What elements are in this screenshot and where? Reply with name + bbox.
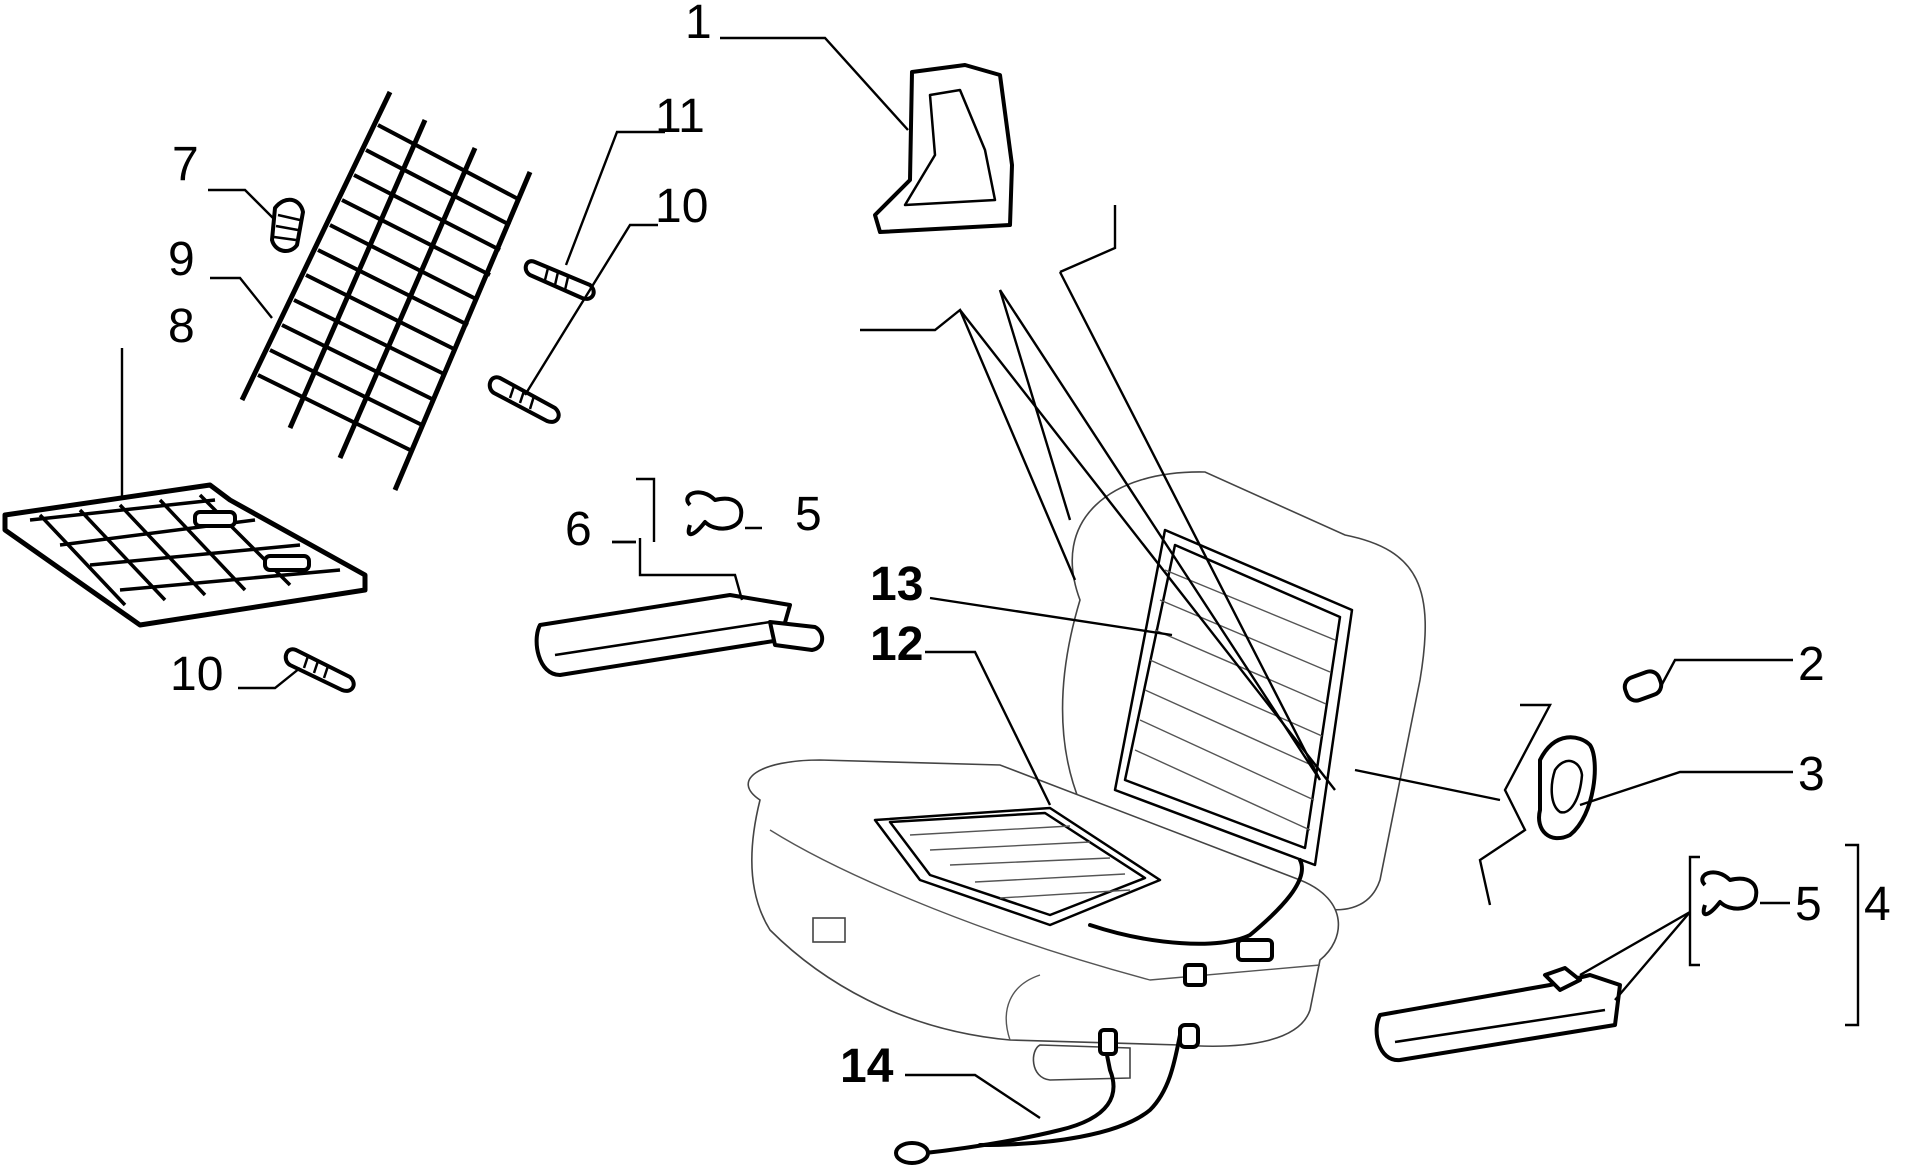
label-part-11: 11 [655, 90, 705, 143]
handle-part-6 [534, 593, 825, 677]
cushion-mat-slats [909, 825, 1131, 899]
label-part-10-lower: 10 [170, 648, 223, 701]
leader-lines [120, 36, 1860, 1120]
handle-part-4 [1374, 966, 1622, 1062]
label-part-3: 3 [1798, 748, 1825, 801]
label-part-13: 13 [870, 558, 923, 611]
wire-plug [1183, 963, 1207, 987]
wiring-harness-part-14 [894, 1023, 1200, 1165]
spring-part-10-lower [283, 647, 356, 693]
label-part-5-left: 5 [795, 488, 822, 541]
label-part-10-upper: 10 [655, 180, 708, 233]
label-part-6: 6 [565, 503, 592, 556]
spring-part-7 [270, 197, 305, 253]
trim-cover-part-1 [873, 63, 1014, 234]
knob-part-3 [1537, 735, 1597, 841]
seat-backrest [1061, 471, 1426, 911]
cushion-heating-mat [873, 806, 1162, 927]
backrest-spring-frame-part-9 [239, 90, 533, 491]
cushion-frame-part-8 [2, 482, 368, 628]
seat-assembly [747, 471, 1426, 1081]
wire-connector [1236, 938, 1274, 962]
label-part-1: 1 [685, 0, 712, 49]
label-part-4: 4 [1864, 878, 1891, 931]
label-part-5-right: 5 [1795, 878, 1822, 931]
clip-part-5-right [1700, 870, 1759, 917]
label-part-7: 7 [172, 138, 199, 191]
seat-internal-wire [1088, 858, 1304, 946]
ring-part-2 [1622, 669, 1664, 703]
part-labels: 1 2 3 4 5 5 6 7 8 9 10 10 11 12 13 14 [168, 0, 1891, 1093]
label-part-8: 8 [168, 300, 195, 353]
clip-part-5-left [685, 490, 744, 537]
label-part-2: 2 [1798, 638, 1825, 691]
spring-part-10-upper [487, 375, 561, 424]
label-part-14: 14 [840, 1040, 894, 1093]
spring-part-11 [523, 259, 596, 301]
label-part-9: 9 [168, 233, 195, 286]
label-part-12: 12 [870, 618, 923, 671]
